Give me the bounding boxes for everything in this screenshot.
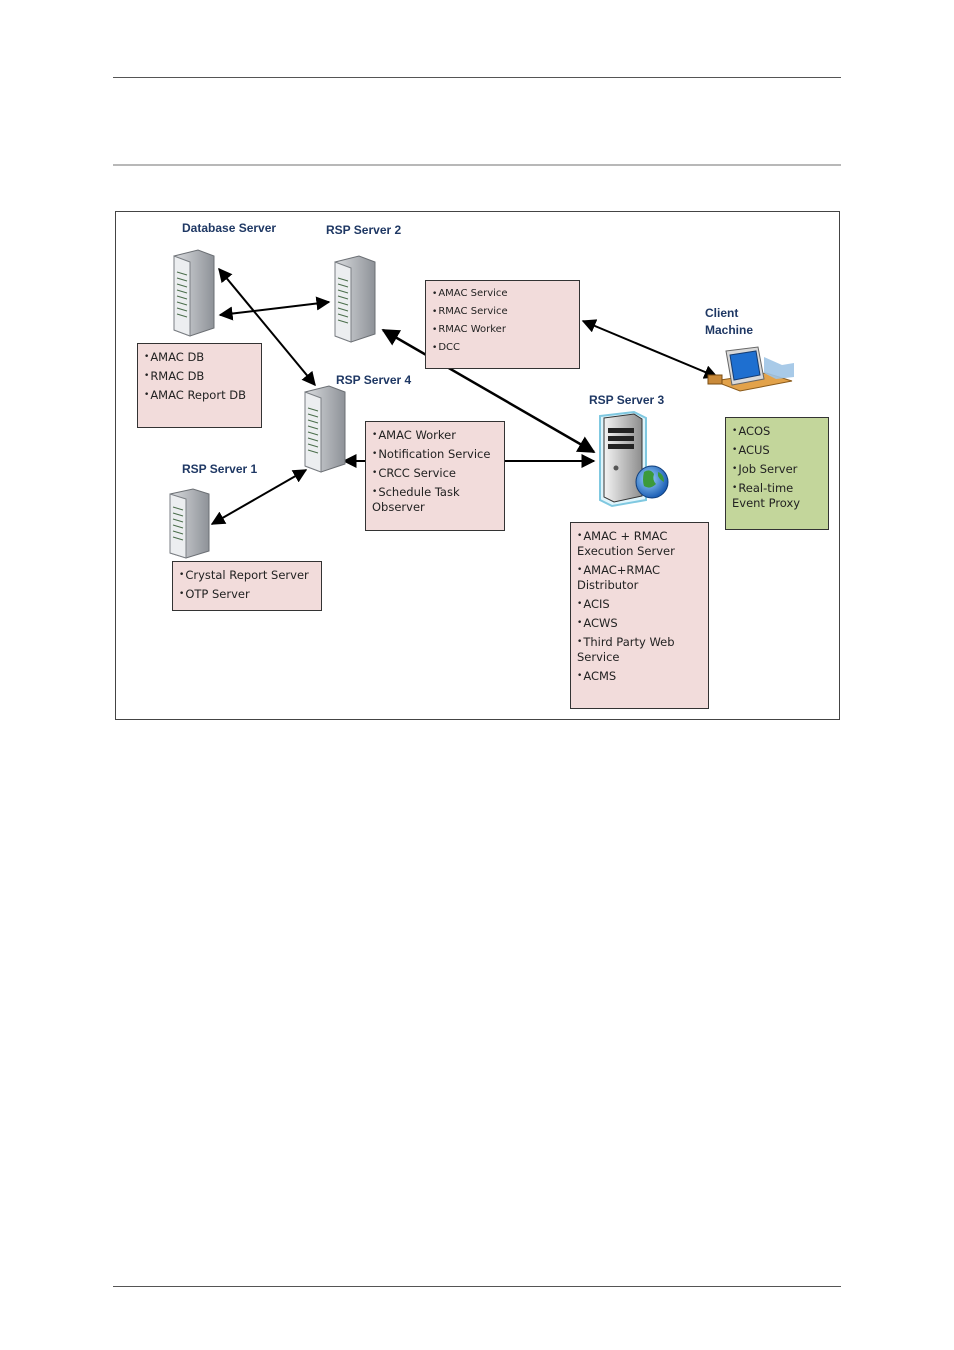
server-tower-icon: [169, 488, 210, 559]
service-item: AMAC DB: [144, 350, 255, 365]
footer-rule: [113, 1286, 841, 1287]
service-item: ACMS: [577, 669, 702, 684]
rsp-server-3-box: AMAC + RMAC Execution Server AMAC+RMAC D…: [570, 522, 709, 709]
service-item: RMAC Service: [432, 305, 573, 319]
client-item: Real-time Event Proxy: [732, 481, 822, 511]
database-server-label: Database Server: [182, 221, 277, 235]
rsp-server-2-box: AMAC Service RMAC Service RMAC Worker DC…: [425, 280, 580, 369]
rsp-server-4-label: RSP Server 4: [336, 373, 412, 387]
service-item: RMAC Worker: [432, 323, 573, 337]
rsp-server-1-label: RSP Server 1: [182, 462, 258, 476]
client-machine-label: Client Machine: [705, 305, 785, 339]
service-item: OTP Server: [179, 587, 315, 602]
database-server-box: AMAC DB RMAC DB AMAC Report DB: [137, 343, 262, 428]
server-tower-icon: [173, 249, 215, 337]
connector-db-rsp4: [218, 267, 316, 387]
service-item: AMAC+RMAC Distributor: [577, 563, 702, 593]
service-item: CRCC Service: [372, 466, 498, 481]
client-item: ACUS: [732, 443, 822, 458]
connector-db-rsp2: [218, 296, 331, 321]
server-tower-icon: [334, 255, 376, 343]
service-item: RMAC DB: [144, 369, 255, 384]
service-item: AMAC Worker: [372, 428, 498, 443]
service-item: Third Party Web Service: [577, 635, 702, 665]
server-tower-icon: [304, 385, 346, 473]
service-item: AMAC + RMAC Execution Server: [577, 529, 702, 559]
service-item: Notification Service: [372, 447, 498, 462]
connector-rsp2-rsp3: [381, 328, 596, 454]
service-item: Crystal Report Server: [179, 568, 315, 583]
client-machine-label-line1: Client: [705, 306, 739, 320]
rsp-server-1-box: Crystal Report Server OTP Server: [172, 561, 322, 611]
rsp-server-3-label: RSP Server 3: [589, 393, 665, 407]
rsp-server-4-box: AMAC Worker Notification Service CRCC Se…: [365, 421, 505, 531]
service-item: ACWS: [577, 616, 702, 631]
connector-rsp2-client: [581, 319, 719, 379]
web-server-globe-icon: [599, 410, 669, 508]
client-item: Job Server: [732, 462, 822, 477]
desktop-computer-icon: [707, 346, 794, 392]
section-rule: [113, 164, 841, 166]
service-item: DCC: [432, 341, 573, 355]
service-item: Schedule Task Observer: [372, 485, 498, 515]
header-rule: [113, 77, 841, 78]
service-item: ACIS: [577, 597, 702, 612]
architecture-diagram: Database Server AMAC DB RMAC DB AMAC Rep…: [115, 211, 840, 720]
client-machine-label-line2: Machine: [705, 323, 754, 337]
connector-rsp4-rsp1: [210, 469, 308, 525]
rsp-server-2-label: RSP Server 2: [326, 223, 402, 237]
service-item: AMAC Report DB: [144, 388, 255, 403]
client-item: ACOS: [732, 424, 822, 439]
client-machine-box: ACOS ACUS Job Server Real-time Event Pro…: [725, 417, 829, 530]
service-item: AMAC Service: [432, 287, 573, 301]
